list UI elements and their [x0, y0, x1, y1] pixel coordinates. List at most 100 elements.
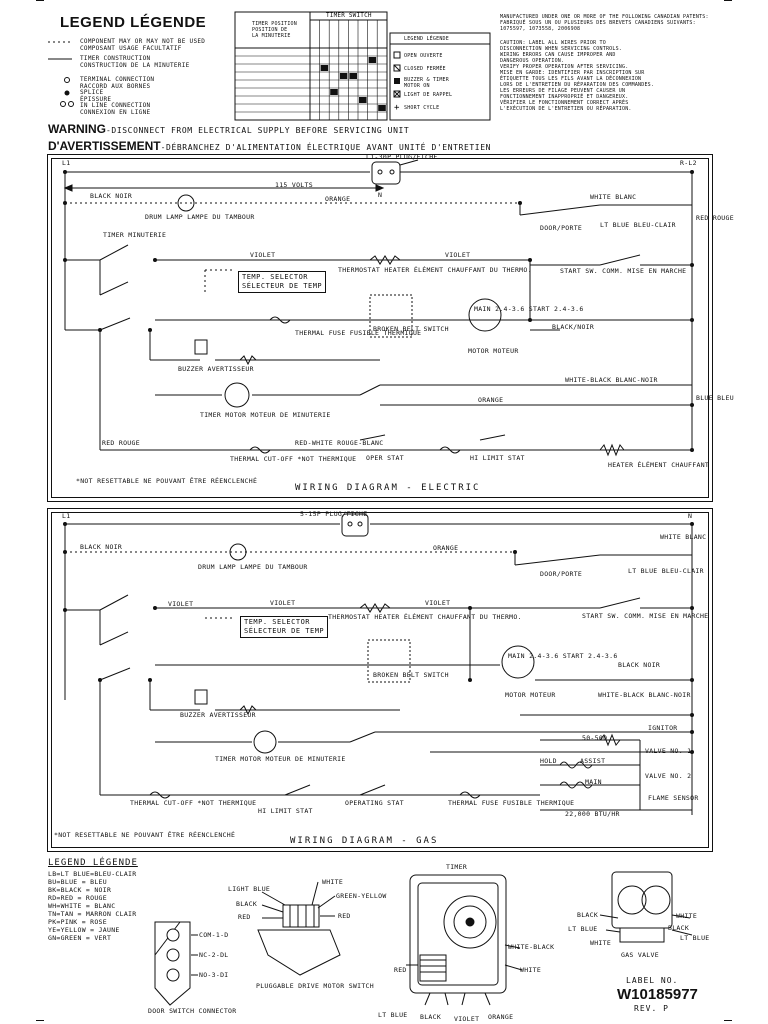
- chart-cell-filled: [339, 73, 348, 79]
- label-no: LABEL NO.: [626, 976, 679, 985]
- gas-hi-limit: HI LIMIT STAT: [258, 807, 313, 815]
- svg-text:+: +: [394, 103, 400, 113]
- elec-broken-belt: BROKEN BELT SWITCH: [373, 325, 449, 333]
- chart-legend-open: OPEN OUVERTE: [404, 53, 443, 59]
- chart-cell-filled: [359, 97, 367, 103]
- legend-row-terminal: TERMINAL CONNECTION RACCORD AUX BORNES: [80, 76, 155, 90]
- elec-violet-2: VIOLET: [445, 251, 471, 259]
- gas-valve-lt-blue-1: LT BLUE: [568, 925, 598, 933]
- gas-motor: MOTOR MOTEUR: [505, 691, 556, 699]
- elec-oper-stat: OPER STAT: [366, 454, 404, 462]
- gas-orange: ORANGE: [433, 544, 459, 552]
- legend-row-splice: SPLICE ÉPISSURE: [80, 89, 112, 103]
- gas-diagram-title: WIRING DIAGRAM - GAS: [290, 836, 439, 846]
- chart-cell-filled: [368, 57, 377, 63]
- gas-violet-3: VIOLET: [425, 599, 451, 607]
- gas-valve-black-1: BLACK: [577, 911, 599, 919]
- elec-start-switch: START SW. COMM. MISE EN MARCHE: [560, 267, 687, 275]
- warning-en: WARNING-DISCONNECT FROM ELECTRICAL SUPPL…: [48, 122, 409, 136]
- gas-valve-white-2: WHITE: [676, 912, 698, 920]
- timer-red: RED: [394, 966, 407, 974]
- drive-switch-red: RED: [238, 913, 251, 921]
- elec-thermal-cutoff: THERMAL CUT-OFF *NOT THERMIQUE: [230, 455, 357, 463]
- gas-panel: [47, 508, 713, 852]
- gas-drum-lamp: DRUM LAMP LAMPE DU TAMBOUR: [198, 563, 308, 571]
- gas-temp-selector: TEMP. SELECTOR SÉLECTEUR DE TEMP: [240, 616, 329, 638]
- color-legend-rows: LB=LT BLUE=BLEU-CLAIR BU=BLUE = BLEU BK=…: [48, 870, 137, 942]
- gas-black-noir-right: BLACK NOIR: [618, 661, 661, 669]
- legend-row-inline: IN LINE CONNECTION CONNEXION EN LIGNE: [80, 102, 151, 116]
- warning-fr-text: -DÉBRANCHEZ D'ALIMENTATION ÉLECTRIQUE AV…: [160, 143, 492, 152]
- chart-legend-closed: CLOSED FERMÉE: [404, 66, 446, 72]
- chart-cell-filled: [378, 105, 386, 111]
- legend-row-optional: COMPONENT MAY OR MAY NOT BE USED COMPOSA…: [80, 38, 206, 52]
- gas-flame-sensor: FLAME SENSOR: [648, 794, 699, 802]
- elec-thermostat-heater: THERMOSTAT HEATER ÉLÉMENT CHAUFFANT DU T…: [338, 266, 532, 274]
- elec-timer-motor: TIMER MOTOR MOTEUR DE MINUTERIE: [200, 411, 331, 419]
- electric-panel-inner: [51, 158, 709, 498]
- chart-legend-buzzer: BUZZER & TIMER MOTOR ON: [404, 77, 449, 89]
- timer-white-black: WHITE-BLACK: [508, 943, 555, 951]
- gas-hold: HOLD: [540, 757, 557, 765]
- timer-violet: VIOLET: [454, 1015, 480, 1023]
- timer-switch-header: TIMER SWITCH: [326, 12, 372, 19]
- gas-ohms: 50-500: [582, 734, 608, 742]
- gas-door: DOOR/PORTE: [540, 570, 583, 578]
- gas-lt-blue: LT BLUE BLEU-CLAIR: [628, 567, 704, 575]
- elec-white-blanc: WHITE BLANC: [590, 193, 637, 201]
- gas-thermal-cutoff: THERMAL CUT-OFF *NOT THERMIQUE: [130, 799, 257, 807]
- gas-motor-windings: MAIN 2.4-3.6 START 2.4-3.6: [508, 652, 618, 660]
- gas-valve1: VALVE NO. 1: [645, 747, 692, 755]
- drive-switch-green-yellow: GREEN-YELLOW: [336, 892, 387, 900]
- drive-switch-light-blue: LIGHT BLUE: [228, 885, 271, 893]
- elec-buzzer: BUZZER AVERTISSEUR: [178, 365, 254, 373]
- drive-switch-black: BLACK: [236, 900, 258, 908]
- elec-red-side: RED ROUGE: [696, 214, 734, 222]
- elec-hi-limit: HI LIMIT STAT: [470, 454, 525, 462]
- chart-cell-filled: [320, 65, 329, 71]
- patent-notice: MANUFACTURED UNDER ONE OR MORE OF THE FO…: [500, 14, 709, 32]
- door-switch-com: COM-1-D: [199, 931, 229, 939]
- elec-orange-2: ORANGE: [478, 396, 504, 404]
- elec-violet-1: VIOLET: [250, 251, 276, 259]
- label-rev: REV. P: [634, 1004, 669, 1013]
- elec-heater: HEATER ÉLÉMENT CHAUFFANT: [608, 461, 710, 469]
- gas-violet-1: VIOLET: [168, 600, 194, 608]
- gas-buzzer: BUZZER AVERTISSEUR: [180, 711, 256, 719]
- door-switch-caption: DOOR SWITCH CONNECTOR: [148, 1007, 237, 1015]
- timer-position-header: TIMER POSITION POSITION DE LA MINUTERIE: [252, 21, 297, 39]
- elec-lt-blue: LT BLUE BLEU-CLAIR: [600, 221, 676, 229]
- chart-legend-header: LEGEND LÉGENDE: [404, 36, 449, 42]
- drive-switch-white: WHITE: [322, 878, 344, 886]
- gas-btu: 22,000 BTU/HR: [565, 810, 620, 818]
- warning-fr: D'AVERTISSEMENT-DÉBRANCHEZ D'ALIMENTATIO…: [48, 139, 491, 153]
- door-switch-no: NO-3-DI: [199, 971, 229, 979]
- gas-broken-belt: BROKEN BELT SWITCH: [373, 671, 449, 679]
- warning-en-text: -DISCONNECT FROM ELECTRICAL SUPPLY BEFOR…: [106, 126, 410, 135]
- gas-plug: 5-15P PLUG/FICHE: [300, 510, 368, 518]
- timer-orange: ORANGE: [488, 1013, 514, 1021]
- elec-black-noir-right: BLACK/NOIR: [552, 323, 595, 331]
- drive-switch-caption: PLUGGABLE DRIVE MOTOR SWITCH: [256, 982, 374, 990]
- gas-n: N: [688, 512, 693, 520]
- chart-legend-short: SHORT CYCLE: [404, 105, 440, 111]
- legend-symbols: [48, 41, 74, 107]
- gas-l1: L1: [62, 512, 71, 520]
- gas-valve-lt-blue-2: LT BLUE: [680, 934, 710, 942]
- gas-valve-black-2: BLACK: [668, 924, 690, 932]
- chart-cell-filled: [349, 73, 357, 79]
- gas-panel-inner: [51, 512, 709, 848]
- gas-main: MAIN: [585, 778, 602, 786]
- gas-thermostat-heater: THERMOSTAT HEATER ÉLÉMENT CHAUFFANT DU T…: [328, 613, 522, 621]
- elec-motor: MOTOR MOTEUR: [468, 347, 519, 355]
- label-number: W10185977: [617, 986, 698, 1003]
- gas-white-black: WHITE-BLACK BLANC-NOIR: [598, 691, 691, 699]
- elec-timer: TIMER MINUTERIE: [103, 231, 167, 239]
- legend-title: LEGEND LÉGENDE: [60, 14, 207, 31]
- elec-black-noir: BLACK NOIR: [90, 192, 133, 200]
- gas-black-noir: BLACK NOIR: [80, 543, 123, 551]
- elec-not-resettable: *NOT RESETTABLE NE POUVANT ÊTRE RÉENCLEN…: [76, 477, 258, 485]
